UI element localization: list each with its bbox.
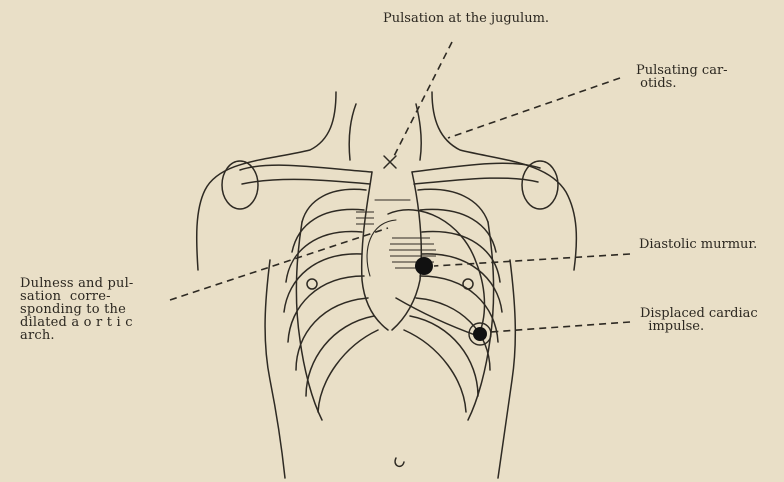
label-diastolic-murmur: Diastolic murmur.	[639, 238, 757, 251]
label-jugulum-pulsation: Pulsation at the jugulum.	[383, 12, 549, 25]
label-displaced-cardiac-impulse: Displaced cardiac impulse.	[640, 307, 758, 333]
torso-outline	[197, 92, 577, 478]
clavicles	[222, 161, 558, 209]
label-aortic-dulness: Dulness and pul- sation corre- sponding …	[20, 277, 134, 342]
right-ribs	[404, 189, 502, 420]
leader-lines	[170, 42, 630, 332]
label-pulsating-carotids: Pulsating car- otids.	[636, 64, 728, 90]
